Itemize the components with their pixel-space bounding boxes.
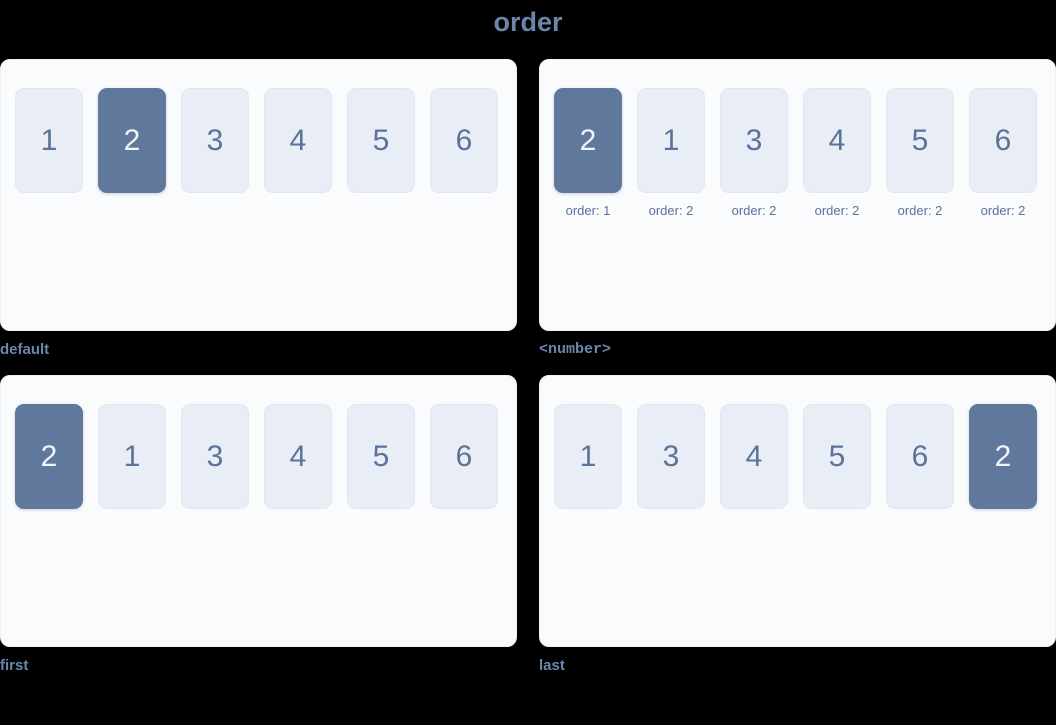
order-box-number: 6 xyxy=(455,439,473,473)
order-box-number: 6 xyxy=(994,123,1012,157)
box-item: 2 xyxy=(98,88,166,193)
order-box[interactable]: 5 xyxy=(347,404,415,509)
demo-cell: 2 1 3 4 5 6 first xyxy=(0,375,517,675)
order-box-number: 5 xyxy=(828,439,846,473)
order-box[interactable]: 3 xyxy=(181,404,249,509)
box-item: 4 xyxy=(720,404,788,509)
card-label: <number> xyxy=(539,341,612,358)
box-item: 4 order: 2 xyxy=(803,88,871,219)
box-item: 3 xyxy=(181,88,249,193)
order-box[interactable]: 6 xyxy=(886,404,954,509)
order-box-highlighted[interactable]: 2 xyxy=(554,88,622,193)
order-box-number: 2 xyxy=(579,123,597,157)
order-box[interactable]: 6 xyxy=(430,88,498,193)
order-box-number: 5 xyxy=(372,123,390,157)
demo-cell: 1 3 4 5 6 2 last xyxy=(539,375,1056,675)
box-item: 3 xyxy=(181,404,249,509)
order-note: order: 2 xyxy=(648,203,694,218)
demo-cell: 1 2 3 4 5 6 default xyxy=(0,59,517,359)
box-item: 6 xyxy=(430,404,498,509)
order-box-highlighted[interactable]: 2 xyxy=(15,404,83,509)
box-item: 5 xyxy=(803,404,871,509)
order-box-number: 4 xyxy=(828,123,846,157)
order-box[interactable]: 1 xyxy=(554,404,622,509)
card-label: first xyxy=(0,657,29,674)
order-box[interactable]: 1 xyxy=(637,88,705,193)
box-item: 6 xyxy=(886,404,954,509)
order-box-number: 4 xyxy=(289,439,307,473)
order-box-number: 1 xyxy=(40,123,58,157)
box-item: 5 order: 2 xyxy=(886,88,954,219)
order-box[interactable]: 4 xyxy=(720,404,788,509)
order-box-number: 3 xyxy=(662,439,680,473)
box-item: 2 xyxy=(15,404,83,509)
order-box-number: 5 xyxy=(911,123,929,157)
order-box-number: 3 xyxy=(745,123,763,157)
demo-cell: 2 order: 1 1 order: 2 3 order: 2 4 order: 2 5 ord… xyxy=(539,59,1056,359)
order-box[interactable]: 4 xyxy=(264,404,332,509)
order-box-number: 1 xyxy=(662,123,680,157)
order-box-number: 6 xyxy=(911,439,929,473)
order-box[interactable]: 3 xyxy=(637,404,705,509)
order-box[interactable]: 4 xyxy=(803,88,871,193)
box-item: 6 order: 2 xyxy=(969,88,1037,219)
box-item: 5 xyxy=(347,404,415,509)
demo-grid: 1 2 3 4 5 6 default 2 order: 1 1 order: 2 3 order: 2… xyxy=(0,59,1056,675)
order-box[interactable]: 5 xyxy=(886,88,954,193)
order-box[interactable]: 1 xyxy=(15,88,83,193)
order-note: order: 2 xyxy=(897,203,943,218)
demo-card: 2 1 3 4 5 6 xyxy=(0,375,517,647)
order-box-highlighted[interactable]: 2 xyxy=(98,88,166,193)
box-item: 3 order: 2 xyxy=(720,88,788,219)
box-item: 1 xyxy=(554,404,622,509)
order-note: order: 2 xyxy=(814,203,860,218)
demo-card: 1 3 4 5 6 2 xyxy=(539,375,1056,647)
card-label: last xyxy=(539,657,565,674)
order-box-number: 2 xyxy=(123,123,141,157)
order-box-number: 6 xyxy=(455,123,473,157)
box-item: 6 xyxy=(430,88,498,193)
box-item: 2 order: 1 xyxy=(554,88,622,219)
order-box[interactable]: 5 xyxy=(347,88,415,193)
order-box[interactable]: 4 xyxy=(264,88,332,193)
order-box-number: 2 xyxy=(994,439,1012,473)
box-row: 1 2 3 4 5 6 xyxy=(15,88,502,193)
order-box-number: 3 xyxy=(206,439,224,473)
order-box-number: 1 xyxy=(579,439,597,473)
box-item: 4 xyxy=(264,88,332,193)
order-box[interactable]: 6 xyxy=(969,88,1037,193)
order-box-number: 1 xyxy=(123,439,141,473)
card-label: default xyxy=(0,341,50,358)
box-item: 1 order: 2 xyxy=(637,88,705,219)
order-box-number: 5 xyxy=(372,439,390,473)
order-box-highlighted[interactable]: 2 xyxy=(969,404,1037,509)
box-item: 3 xyxy=(637,404,705,509)
demo-card: 1 2 3 4 5 6 xyxy=(0,59,517,331)
box-row: 2 order: 1 1 order: 2 3 order: 2 4 order: 2 5 ord… xyxy=(554,88,1041,219)
order-box[interactable]: 3 xyxy=(720,88,788,193)
box-item: 5 xyxy=(347,88,415,193)
order-note: order: 2 xyxy=(980,203,1026,218)
order-box-number: 4 xyxy=(745,439,763,473)
box-item: 2 xyxy=(969,404,1037,509)
order-box-number: 2 xyxy=(40,439,58,473)
box-row: 2 1 3 4 5 6 xyxy=(15,404,502,509)
order-box[interactable]: 5 xyxy=(803,404,871,509)
order-box[interactable]: 3 xyxy=(181,88,249,193)
box-item: 1 xyxy=(15,88,83,193)
order-note: order: 1 xyxy=(565,203,611,218)
box-item: 4 xyxy=(264,404,332,509)
order-box-number: 3 xyxy=(206,123,224,157)
demo-card: 2 order: 1 1 order: 2 3 order: 2 4 order: 2 5 ord… xyxy=(539,59,1056,331)
box-item: 1 xyxy=(98,404,166,509)
page-title: order xyxy=(493,7,563,37)
box-row: 1 3 4 5 6 2 xyxy=(554,404,1041,509)
order-box[interactable]: 6 xyxy=(430,404,498,509)
order-note: order: 2 xyxy=(731,203,777,218)
order-box-number: 4 xyxy=(289,123,307,157)
order-box[interactable]: 1 xyxy=(98,404,166,509)
